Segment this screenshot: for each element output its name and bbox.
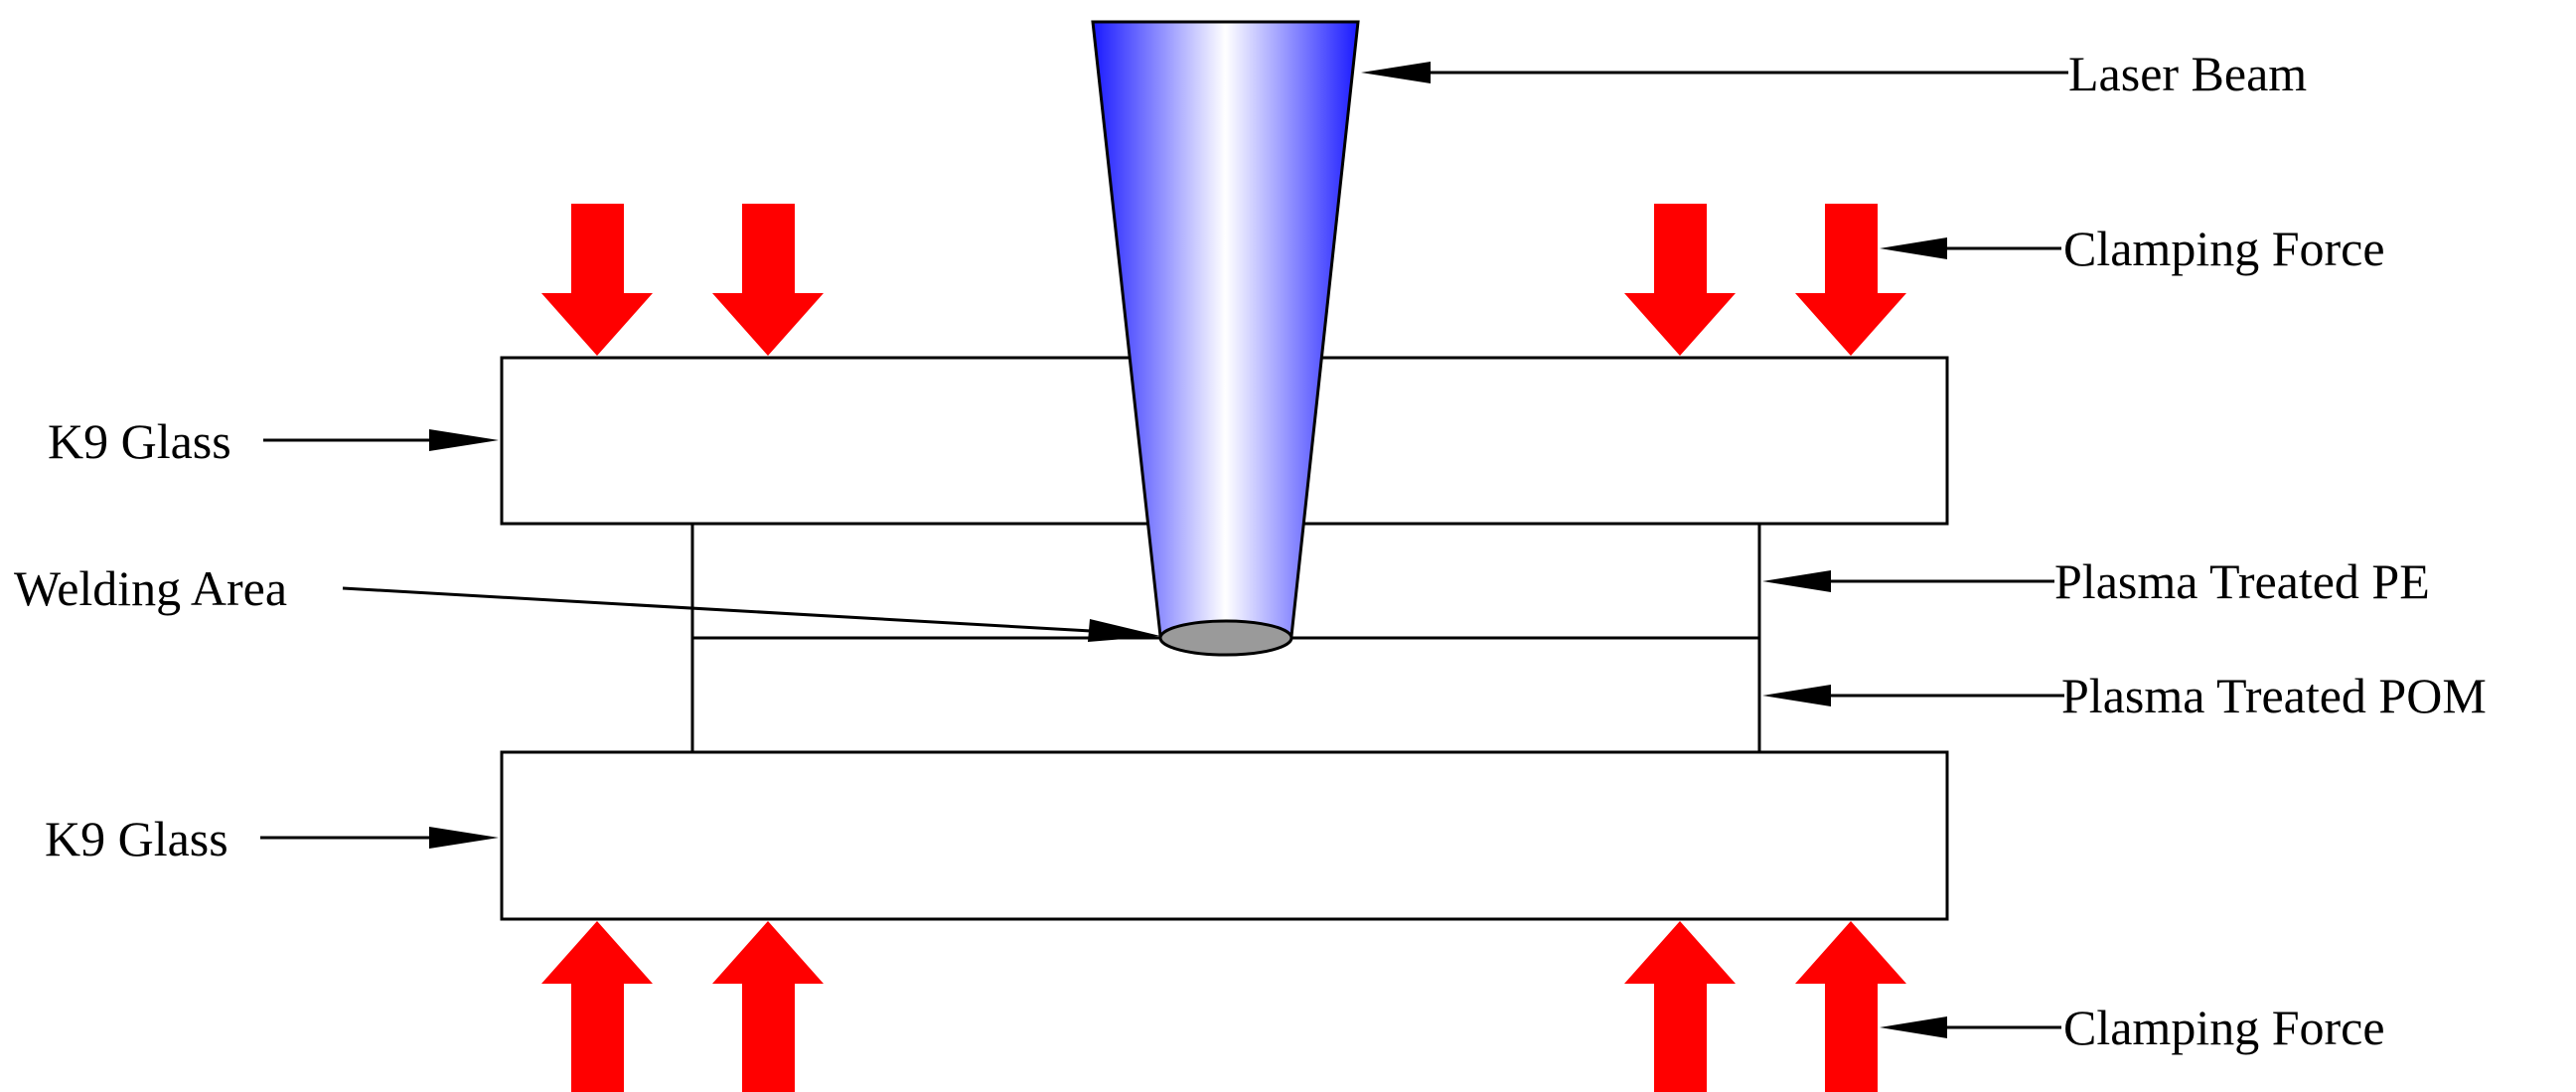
clamp-arrow-down-icon — [1624, 204, 1736, 356]
clamp-arrows-bottom — [541, 921, 1906, 1092]
arrowhead-icon — [1361, 62, 1431, 83]
label-plasma-pe: Plasma Treated PE — [2054, 553, 2430, 609]
label-laser-beam: Laser Beam — [2068, 46, 2307, 101]
arrowhead-icon — [1880, 237, 1947, 259]
label-k9-glass-top: K9 Glass — [48, 413, 231, 469]
arrowhead-icon — [429, 429, 499, 451]
arrowhead-icon — [1762, 570, 1831, 592]
arrowhead-icon — [1762, 685, 1831, 706]
clamp-arrow-up-icon — [712, 921, 824, 1092]
clamp-arrows-top — [541, 204, 1906, 356]
clamp-arrow-down-icon — [1795, 204, 1906, 356]
clamp-arrow-up-icon — [1795, 921, 1906, 1092]
label-welding-area: Welding Area — [14, 560, 287, 616]
arrowhead-icon — [1088, 619, 1160, 642]
clamp-arrow-down-icon — [541, 204, 653, 356]
leader-welding-area — [342, 586, 1092, 633]
clamp-arrow-down-icon — [712, 204, 824, 356]
welding-spot — [1158, 619, 1293, 657]
clamp-arrow-up-icon — [1624, 921, 1736, 1092]
k9-glass-bottom-plate — [500, 750, 1949, 921]
label-plasma-pom: Plasma Treated POM — [2061, 668, 2487, 723]
label-k9-glass-bottom: K9 Glass — [45, 811, 228, 866]
arrowhead-icon — [429, 827, 499, 849]
leader-lines — [260, 62, 2068, 1038]
label-clamping-force-bottom: Clamping Force — [2063, 1000, 2385, 1055]
clamp-arrow-up-icon — [541, 921, 653, 1092]
arrowhead-icon — [1880, 1016, 1947, 1038]
label-clamping-force-top: Clamping Force — [2063, 221, 2385, 276]
